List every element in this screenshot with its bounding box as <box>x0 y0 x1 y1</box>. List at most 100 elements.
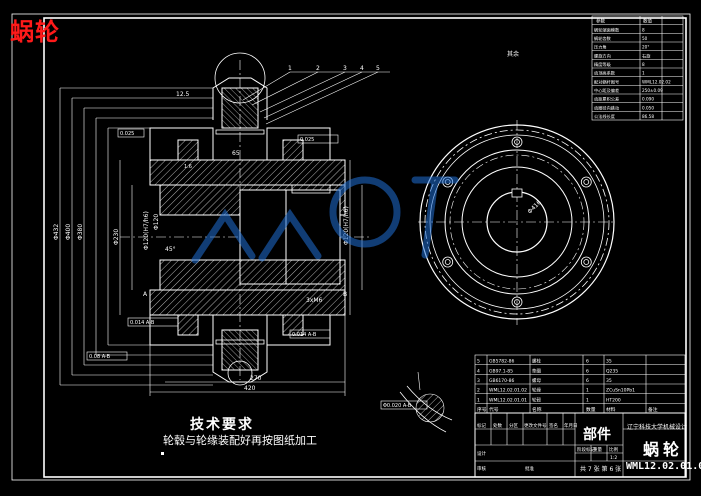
spec-value: 20° <box>642 45 649 50</box>
leader-5: 5 <box>376 65 380 72</box>
bolt-hole-inner <box>583 259 590 265</box>
spec-value: 86.58 <box>642 114 654 119</box>
spec-value: 8 <box>642 62 645 67</box>
tb-scale: 1:2 <box>610 455 617 461</box>
tb-role-1: 审核 <box>477 465 486 472</box>
tb-col-0: 标记 <box>477 422 486 429</box>
inner-border <box>43 17 687 478</box>
leader-1: 1 <box>288 65 292 72</box>
dim-length-mid: 270 <box>250 375 262 382</box>
dim-angle: 45° <box>165 246 176 253</box>
bolt-hole-inner <box>583 179 590 185</box>
spec-label: 压力角 <box>594 44 607 51</box>
leader-4: 4 <box>360 65 364 72</box>
tol-4: 0.08 A-B <box>89 354 111 360</box>
parts-cell-name: 轮缘 <box>532 387 541 394</box>
parts-header-name: 名称 <box>532 406 542 413</box>
drawing-name-overlay: 蜗轮 <box>10 17 60 46</box>
bolt-hole <box>580 256 592 268</box>
dim-outer: Φ432 <box>53 224 60 240</box>
dim-root: Φ380 <box>77 224 84 240</box>
other-roughness: 其余 <box>507 50 519 58</box>
outer-border <box>11 13 691 481</box>
tb-col-3: 更改文件号 <box>524 422 547 429</box>
tol-1: 0.014 A-B <box>130 320 155 326</box>
spec-value: 50 <box>642 36 648 41</box>
title-block <box>474 412 686 478</box>
parts-cell-code: WML12.02.01.02 <box>489 388 527 394</box>
spec-value: WML12.02.02 <box>642 79 671 84</box>
parts-cell-no: 3 <box>477 378 480 384</box>
parts-header-material: 材料 <box>606 406 616 413</box>
tooth-detail <box>399 371 453 433</box>
spec-label: 中心距及偏差 <box>594 87 619 94</box>
tol-2: 0.014 A-B <box>292 332 317 338</box>
tol-3: 0.025 <box>120 131 134 137</box>
spec-label: 蜗轮齿数 <box>594 35 612 42</box>
dim-thread: 3xM6 <box>306 297 323 304</box>
spec-label: 精度等级 <box>594 61 612 68</box>
watermark <box>191 176 459 264</box>
spec-value: 250±0.09 <box>642 88 663 93</box>
bolt-hole <box>442 256 454 268</box>
dim-bore-fit: Φ120(H7/h6) <box>143 211 150 250</box>
tb-stage-0: 阶段标记 <box>577 446 595 453</box>
tb-role-0: 设计 <box>477 450 486 457</box>
title-block-text: 标记 处数 分区 更改文件号 签名 年月日 设计 审核 批准 阶段标记 重量 比… <box>477 422 621 473</box>
bolt-hole <box>511 296 523 308</box>
tb-stage-2: 比例 <box>609 446 618 453</box>
school-name: 辽宁科技大学机械设计 <box>627 424 688 431</box>
tech-requirements-heading: 技术要求 <box>190 417 254 433</box>
datum-b: B <box>343 291 347 298</box>
section-view <box>59 52 428 410</box>
parts-cell-qty: 6 <box>586 359 589 365</box>
parts-cell-qty: 1 <box>586 397 589 403</box>
parts-cell-material: 35 <box>606 378 612 384</box>
parts-cell-qty: 6 <box>586 378 589 384</box>
spec-value: 8 <box>642 27 645 32</box>
spec-label: 公法线长度 <box>594 113 616 120</box>
parts-cell-name: 轮毂 <box>532 396 541 403</box>
section-labels: 1 2 3 4 5 Φ432 Φ400 Φ380 Φ230 Φ120(H7/h6… <box>53 50 519 409</box>
dim-chamfer: 12.5 <box>176 91 190 98</box>
roughness-1: 1.6 <box>184 164 192 170</box>
parts-cell-material: Q235 <box>606 368 618 374</box>
bolt-hole <box>511 136 523 148</box>
drawing-number: WML12.02.01.00 <box>626 461 701 472</box>
spec-value: 0.050 <box>642 105 654 110</box>
parts-cell-name: 垫圈 <box>532 367 541 374</box>
parts-header-qty: 数量 <box>586 406 596 413</box>
dim-right-1: Φ120(H7/h6) <box>343 206 350 245</box>
dim-pitch: Φ400 <box>65 224 72 240</box>
parts-cell-name: 螺栓 <box>532 358 541 365</box>
bullet-dot <box>161 452 164 455</box>
parts-cell-code: WML12.02.01.01 <box>489 397 527 403</box>
part-type: 部件 <box>583 427 611 443</box>
leader-2: 2 <box>316 65 320 72</box>
tb-col-1: 处数 <box>493 422 502 429</box>
title-block-name: 蜗轮 <box>643 440 684 459</box>
tb-col-4: 签名 <box>549 422 558 429</box>
parts-cell-material: 35 <box>606 359 612 365</box>
parts-cell-name: 螺母 <box>532 377 541 384</box>
tb-role-2: 批准 <box>525 465 534 472</box>
parts-cell-no: 5 <box>477 359 480 365</box>
spec-header-cell: 参数 <box>596 18 605 25</box>
dim-small: 65 <box>232 150 240 157</box>
tb-col-2: 分区 <box>509 422 518 429</box>
spec-label: 齿距累积公差 <box>594 96 619 103</box>
tol-5: 0.025 <box>300 137 314 143</box>
dim-hub: Φ230 <box>113 229 120 245</box>
spec-value: 0.090 <box>642 97 654 102</box>
parts-cell-qty: 1 <box>586 388 589 394</box>
bolt-hole <box>580 176 592 188</box>
leader-3: 3 <box>343 65 347 72</box>
spec-label: 齿顶高系数 <box>594 70 616 77</box>
parts-cell-no: 2 <box>477 388 480 394</box>
tb-col-5: 年月日 <box>564 422 578 429</box>
parts-cell-no: 1 <box>477 397 480 403</box>
tech-requirements-line-1: 轮毂与轮缘装配好再按图纸加工 <box>163 434 317 447</box>
